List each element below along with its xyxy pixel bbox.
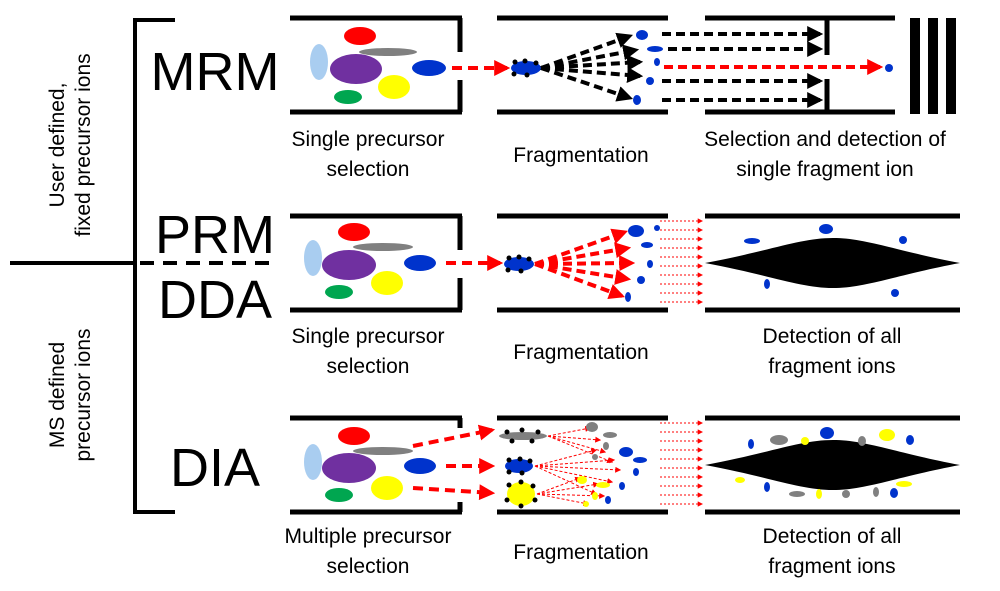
orbitrap-analyzer — [705, 238, 960, 288]
method-label-mrm: MRM — [151, 42, 280, 102]
row-prm-dda: Single precursor selection Fragmentation… — [290, 213, 960, 378]
detected-fragment-ions — [744, 224, 907, 297]
arrows-to-fragmentation — [412, 424, 496, 501]
caption-detection-line2: fragment ions — [768, 555, 895, 578]
fragmentation-arrows — [534, 228, 636, 300]
caption-fragmentation: Fragmentation — [513, 341, 648, 364]
side-label-user-defined-1: User defined, — [46, 83, 69, 208]
precursor-ion-mixture — [304, 223, 436, 299]
caption-detection-line1: Selection and detection of — [704, 128, 946, 151]
fragmentation-chamber — [497, 213, 668, 313]
selection-chamber — [290, 213, 463, 313]
caption-detection-line1: Detection of all — [763, 325, 902, 348]
caption-fragmentation: Fragmentation — [513, 144, 648, 167]
caption-selection-line1: Multiple precursor — [285, 525, 452, 548]
fragment-ions — [625, 225, 660, 302]
side-label-ms-defined-2: precursor ions — [72, 328, 95, 461]
fragment-transfer-arrows — [662, 26, 884, 108]
caption-selection-line1: Single precursor — [292, 128, 445, 151]
method-label-prm: PRM — [155, 205, 275, 265]
fragment-ions — [633, 30, 663, 105]
caption-selection-line1: Single precursor — [292, 325, 445, 348]
caption-selection-line2: selection — [327, 555, 410, 578]
selection-chamber — [290, 15, 463, 115]
fragmenting-precursor — [511, 58, 541, 78]
fragmentation-arrows — [534, 425, 622, 507]
detection-chamber — [705, 213, 960, 313]
selection-detection-chamber — [705, 15, 895, 115]
method-label-dda: DDA — [158, 270, 272, 330]
caption-selection-line2: selection — [327, 158, 410, 181]
fragmentation-chamber — [497, 415, 668, 515]
detector — [910, 18, 956, 114]
caption-detection-line2: fragment ions — [768, 355, 895, 378]
fragment-transfer-arrows — [660, 420, 704, 507]
caption-selection-line2: selection — [327, 355, 410, 378]
fragmentation-chamber — [497, 15, 668, 115]
detection-chamber — [705, 415, 960, 515]
side-label-ms-defined-1: MS defined — [46, 342, 69, 448]
detected-fragment-ions — [735, 427, 914, 499]
precursor-ion-mixture — [310, 27, 446, 104]
fragment-ions — [577, 422, 647, 507]
grouping-bracket — [10, 18, 272, 514]
row-dia: Multiple precursor selection Fragmentati… — [285, 415, 960, 578]
selected-fragment-ion — [885, 64, 893, 72]
caption-detection-line1: Detection of all — [763, 525, 902, 548]
method-label-dia: DIA — [170, 438, 260, 498]
fragmenting-precursors — [499, 427, 547, 509]
row-mrm: Single precursor selection Fragmentation… — [290, 15, 956, 181]
fragmenting-precursor — [504, 254, 534, 274]
orbitrap-analyzer — [705, 440, 960, 490]
side-label-user-defined-2: fixed precursor ions — [72, 53, 95, 236]
caption-detection-line2: single fragment ion — [736, 158, 913, 181]
fragment-transfer-arrows — [660, 218, 704, 305]
selection-chamber — [290, 415, 463, 515]
caption-fragmentation: Fragmentation — [513, 541, 648, 564]
precursor-ion-mixture — [304, 427, 436, 502]
fragmentation-arrows — [540, 32, 644, 102]
